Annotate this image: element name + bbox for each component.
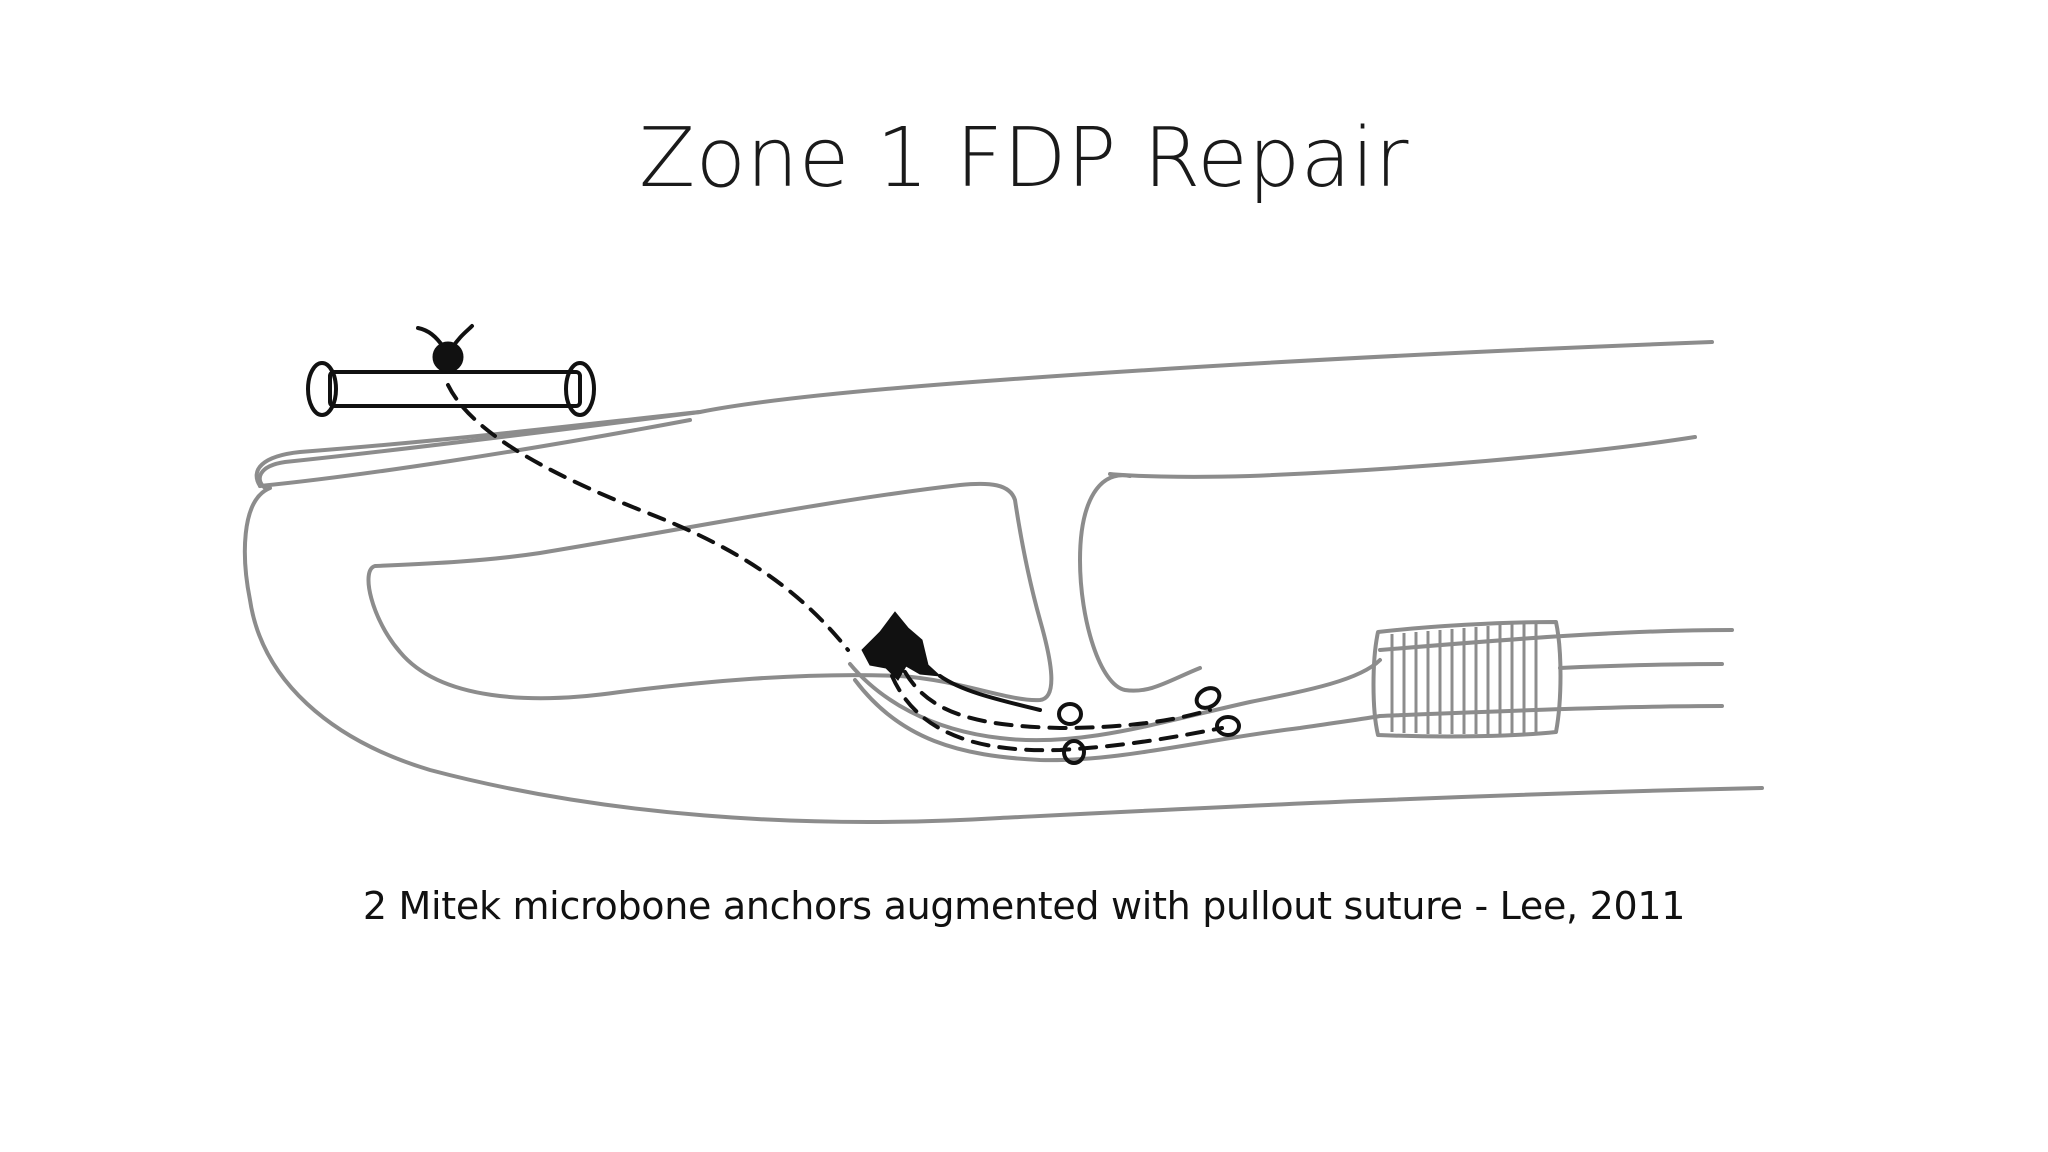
nail-plate bbox=[254, 410, 702, 488]
button-left-end bbox=[306, 361, 338, 417]
button-bar bbox=[328, 370, 582, 408]
fingertip-pulp bbox=[242, 486, 1764, 824]
tendon-lower-edge bbox=[853, 678, 1382, 763]
pulley-outline bbox=[1371, 620, 1563, 739]
button-knot bbox=[432, 341, 464, 373]
tendon-proximal-mid bbox=[1558, 662, 1724, 670]
middle-phalanx bbox=[1078, 473, 1202, 693]
nail-under-line bbox=[258, 418, 692, 488]
dorsal-skin-line bbox=[257, 340, 1714, 490]
distal-phalanx bbox=[366, 481, 1054, 703]
tendon-sutures bbox=[890, 670, 1241, 765]
suture-loop-4 bbox=[1215, 715, 1241, 737]
button-right-end bbox=[564, 361, 596, 417]
slide-title: Zone 1 FDP Repair bbox=[639, 111, 1409, 206]
figure-caption: 2 Mitek microbone anchors augmented with… bbox=[362, 884, 1686, 928]
tendon-upper-edge bbox=[848, 658, 1382, 743]
anchor-suture-solid bbox=[938, 674, 1042, 712]
dorsal-button bbox=[306, 324, 596, 417]
middle-dorsal-line bbox=[1108, 435, 1697, 479]
pullout-suture bbox=[446, 383, 850, 652]
suture-loop-1 bbox=[1057, 702, 1083, 726]
suture-loop-3 bbox=[1194, 686, 1222, 710]
mitek-anchor bbox=[861, 611, 942, 681]
a4-pulley bbox=[1371, 620, 1563, 739]
finger-outline bbox=[242, 340, 1764, 824]
suture-loop-2 bbox=[1062, 739, 1086, 765]
knot-tail-right bbox=[450, 324, 474, 350]
core-suture-lower bbox=[890, 674, 1224, 753]
tendon-proximal-lower bbox=[1378, 704, 1724, 718]
core-suture-upper bbox=[903, 670, 1212, 731]
knot-tail-left bbox=[416, 326, 446, 350]
